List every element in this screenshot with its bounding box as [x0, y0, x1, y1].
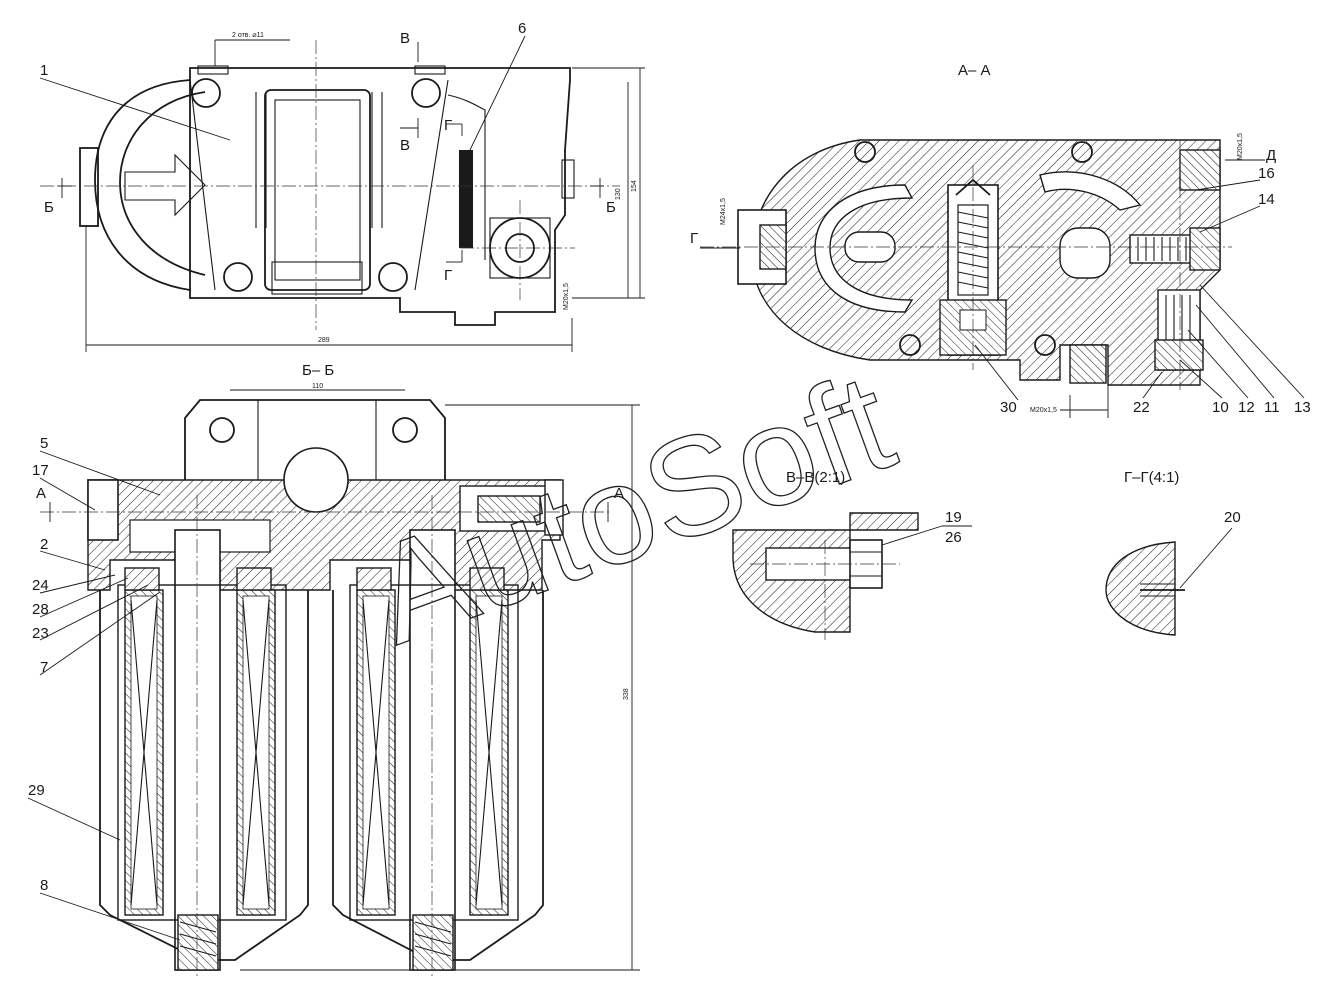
section-mark-a-right: А — [614, 485, 624, 502]
plan-thread-dim: M20x1,5 — [563, 283, 570, 310]
callout-17: 17 — [32, 462, 49, 479]
callout-22: 22 — [1133, 399, 1150, 416]
callout-14: 14 — [1258, 191, 1275, 208]
section-mark-v-top: В — [400, 30, 410, 47]
callout-26: 26 — [945, 529, 962, 546]
section-mark-g-bottom: Г — [444, 267, 452, 284]
section-vv-title: В–В(2:1) — [786, 469, 845, 486]
callout-23: 23 — [32, 625, 49, 642]
callout-7: 7 — [40, 659, 48, 676]
section-mark-a-left: А — [36, 485, 46, 502]
callout-13: 13 — [1294, 399, 1311, 416]
callout-20: 20 — [1224, 509, 1241, 526]
callout-28: 28 — [32, 601, 49, 618]
section-mark-g-top: Г — [444, 117, 452, 134]
section-aa-title: А– А — [958, 62, 991, 79]
aa-thread-right-dim: M20x1,5 — [1237, 133, 1244, 160]
callout-12: 12 — [1238, 399, 1255, 416]
section-gg-title: Г–Г(4:1) — [1124, 469, 1179, 486]
callout-11: 11 — [1264, 399, 1280, 416]
callout-19: 19 — [945, 509, 962, 526]
section-mark-d-aa: Д — [1266, 147, 1276, 164]
plan-width-dim: 289 — [318, 337, 330, 344]
bb-height-dim: 338 — [623, 688, 630, 700]
section-aa: А– А Г M24x1,5 M20x1,5 M — [690, 62, 1311, 418]
plan-top-note: 2 отв. ⌀11 — [232, 32, 264, 39]
callout-5: 5 — [40, 435, 48, 452]
callout-6: 6 — [518, 20, 526, 37]
aa-thread-left-dim: M24x1,5 — [720, 198, 727, 225]
callout-24: 24 — [32, 577, 49, 594]
callout-8: 8 — [40, 877, 48, 894]
callout-1: 1 — [40, 62, 48, 79]
callout-2: 2 — [40, 536, 48, 553]
callout-16: 16 — [1258, 165, 1275, 182]
section-bb-title: Б– Б — [302, 362, 334, 379]
section-gg: Г–Г(4:1) 20 — [1105, 469, 1241, 636]
aa-thread-bottom-dim: M20x1,5 — [1030, 407, 1057, 414]
plan-view: 2 отв. ⌀11 289 130 154 M20x1,5 В В Б Б Г… — [39, 20, 645, 352]
section-vv: В–В(2:1) 19 26 — [732, 469, 972, 640]
callout-10: 10 — [1212, 399, 1229, 416]
bb-top-dim: 110 — [312, 383, 323, 390]
callout-29: 29 — [28, 782, 45, 799]
section-mark-v-bottom: В — [400, 137, 410, 154]
section-mark-b-left: Б — [44, 199, 54, 216]
callout-30: 30 — [1000, 399, 1017, 416]
section-mark-b-right: Б — [606, 199, 616, 216]
section-mark-g-aa: Г — [690, 230, 698, 247]
section-bb: Б– Б 110 — [27, 362, 640, 978]
plan-h2-dim: 154 — [631, 180, 638, 192]
plan-h1-dim: 130 — [615, 188, 622, 200]
